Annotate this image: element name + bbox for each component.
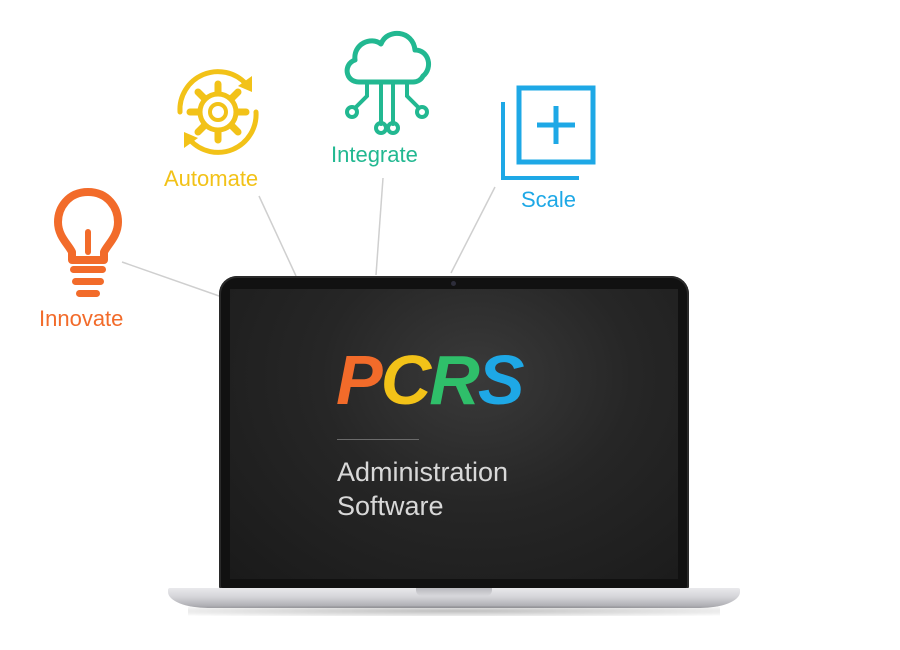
pcrs-logo: PCRS — [336, 345, 525, 415]
laptop-notch — [416, 588, 492, 596]
laptop-screen — [230, 289, 678, 579]
connector-integrate — [375, 177, 384, 276]
logo-letter-p: P — [336, 341, 383, 419]
integrate-label: Integrate — [331, 142, 418, 167]
logo-letter-s: S — [477, 341, 525, 419]
connector-innovate — [121, 261, 223, 298]
scale-label: Scale — [521, 187, 577, 212]
subtitle-line-1: Administration — [337, 457, 509, 487]
innovate-label: Innovate — [39, 306, 124, 331]
connector-automate — [258, 195, 297, 277]
plus-square-icon — [501, 85, 596, 180]
gear-cycle-icon — [177, 69, 259, 155]
logo-letter-r: R — [429, 341, 480, 419]
automate-label: Automate — [164, 166, 259, 191]
connector-scale — [450, 186, 496, 274]
lightbulb-icon — [54, 188, 122, 297]
screen-subtitle: Administration Software — [337, 455, 508, 523]
logo-letter-c: C — [380, 341, 432, 419]
logo-divider — [337, 439, 419, 440]
subtitle-line-2: Software — [337, 491, 444, 521]
laptop-base — [168, 588, 740, 608]
webcam — [451, 281, 456, 286]
cloud-network-icon — [344, 31, 432, 135]
laptop-shadow — [188, 606, 720, 616]
